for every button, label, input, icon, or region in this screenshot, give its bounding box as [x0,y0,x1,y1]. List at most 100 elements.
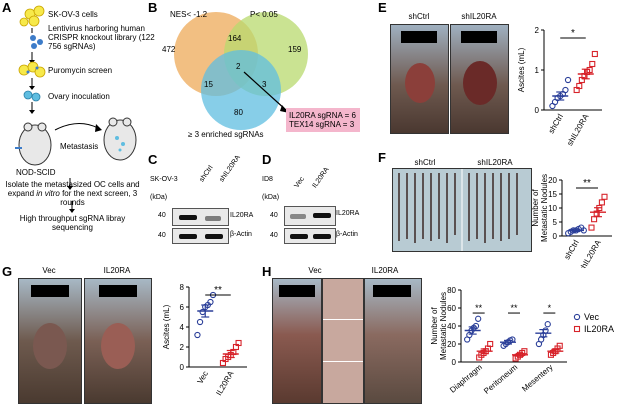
x-tick-label: shIL20RA [565,112,591,148]
panel-label-g: G [2,264,13,279]
f-photo-label-1: shCtrl [414,158,436,167]
data-point [487,340,494,348]
data-point [589,60,596,68]
y-tick-label: 2 [180,343,185,352]
panel-a-diagram [15,5,137,190]
panel-label-h: H [262,264,272,279]
y-axis-label: Number of [430,307,439,345]
y-tick-label: 40 [447,322,456,331]
isolate-text: Isolate the metastasized OC cells and ex… [5,180,140,198]
d-band-3 [290,234,308,239]
venn-n159: 159 [288,45,302,54]
data-point [591,50,598,58]
e-photo-shil20ra [450,24,509,134]
g-photo-label-2: IL20RA [103,266,131,275]
sig-label: ** [214,285,222,296]
x-tick-label: shCtrl [562,238,580,261]
sig-label: * [548,303,552,313]
y-tick-label: 5 [553,218,558,227]
y-tick-label: 20 [548,176,557,185]
e-photo-label-2: shIL20RA [461,12,497,21]
y-tick-label: 2 [535,26,540,35]
c-band-label-actin: β-Actin [230,231,252,238]
legend-label: Vec [584,312,600,322]
g-photo-label-1: Vec [42,266,56,275]
panel-label-e: E [378,0,387,15]
h-photo-il20ra [364,278,422,404]
panel-label-f: F [378,150,386,165]
x-tick-label: Mesentery [520,363,554,394]
c-lane-shil20ra: shIL20RA [218,154,242,184]
c-cell-line: SK-OV-3 [150,176,178,183]
sk-ov-3-cells-label: SK-OV-3 cells [48,10,98,19]
c-band-1 [179,215,197,220]
c-marker-40b: 40 [158,232,166,239]
data-point [562,86,569,94]
f-photo-intestines [392,168,532,252]
y-tick-label: 0 [180,363,185,372]
puromycin-label: Puromycin screen [48,66,113,75]
c-band-label-il20ra: IL20RA [230,212,254,219]
x-tick-label: shIL20RA [577,238,603,268]
nod-scid-label: NOD-SCID [16,168,56,177]
y-tick-label: 10 [548,204,557,213]
d-band-4 [313,234,331,239]
y-tick-label: 8 [180,283,185,292]
y-axis-label: Number of [531,189,540,227]
venn-pval-label: P< 0.05 [250,10,278,19]
data-point [196,318,204,326]
ovary-label: Ovary inoculation [48,92,110,101]
f-photo-label-2: shIL20RA [477,158,513,167]
y-tick-label: 15 [548,190,557,199]
data-point [598,199,605,206]
data-point [472,322,480,330]
e-photo-label-1: shCtrl [408,12,430,21]
c-marker-40a: 40 [158,212,166,219]
d-blot-actin [284,228,336,244]
d-marker-40a: 40 [270,212,278,219]
sk-ov-3-cells-icon [19,5,45,27]
legend-marker [573,313,581,321]
x-tick-label: Diaphragm [448,362,484,394]
data-point [588,224,595,231]
sig-label: ** [475,303,483,313]
data-point [521,348,528,355]
y-tick-label: 60 [447,304,456,313]
y-axis-label: Ascites (mL) [162,304,171,349]
hit-il20ra: IL20RA sgRNA = 6 [289,111,356,120]
data-point [591,216,598,223]
y-axis-label: Metastatic Nodules [439,292,448,360]
d-cell-line: ID8 [262,176,273,183]
selected-cells-icon [23,90,41,102]
y-tick-label: 20 [447,340,456,349]
c-band-2 [205,216,221,221]
lentivirus-icon [30,35,43,49]
h-photo-label-1: Vec [308,266,322,275]
x-tick-label: IL20RA [214,369,235,397]
g-photo-il20ra [84,278,152,404]
h-photo-vec [272,278,322,404]
panel-label-c: C [148,152,158,167]
d-band-label-actin: β-Actin [336,231,358,238]
y-tick-label: 0 [553,232,558,241]
sig-label: * [571,28,575,39]
h-photo-label-2: IL20RA [371,266,399,275]
d-band-2 [313,213,331,218]
e-photo-shctrl [390,24,449,134]
mouse-icon [18,122,52,166]
sig-label: ** [583,178,591,189]
venn-n80: 80 [234,108,243,117]
c-band-3 [179,234,197,239]
data-point [235,339,242,347]
data-point [601,193,608,200]
venn-n472: 472 [162,45,176,54]
d-lane-il20ra: IL20RA [311,166,331,190]
d-lane-vec: Vec [293,175,306,190]
venn-diagram [174,12,308,130]
venn-n164: 164 [228,34,242,43]
venn-enriched-circle [201,50,281,130]
metastasized-mouse-icon [103,117,137,161]
data-point [576,82,583,90]
